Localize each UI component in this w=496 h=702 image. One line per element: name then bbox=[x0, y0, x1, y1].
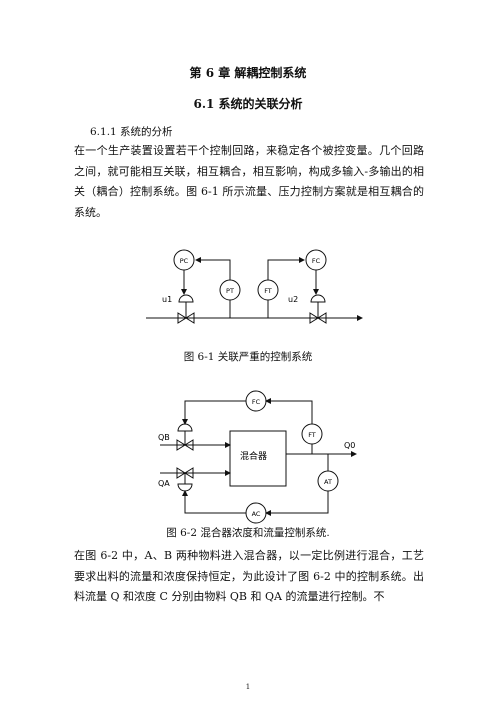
pc-left-label: PC bbox=[180, 257, 189, 265]
valve-right-icon bbox=[309, 294, 327, 324]
ac-label: AC bbox=[252, 510, 261, 518]
qb-label: QB bbox=[158, 433, 170, 442]
pc-right-label: FC bbox=[312, 257, 321, 265]
ft-label: FT bbox=[264, 287, 272, 295]
valve-left-icon bbox=[177, 294, 195, 324]
paragraph-mixer: 在图 6-2 中，A、B 两种物料进入混合器，以一定比例进行混合，工艺要求出料的… bbox=[74, 549, 424, 603]
subsection-title: 6.1.1 系统的分析 bbox=[90, 126, 173, 138]
valve-qa-icon bbox=[176, 467, 194, 492]
figure-6-1-caption: 图 6-1 关联严重的控制系统 bbox=[183, 351, 313, 363]
section-title: 6.1 系统的关联分析 bbox=[193, 97, 303, 111]
chapter-title: 第 6 章 解耦控制系统 bbox=[189, 66, 307, 80]
mixer-box bbox=[229, 430, 287, 487]
paragraph-intro: 在一个生产装置设置若干个控制回路，来稳定各个被控变量。几个回路之间，就可能相互关… bbox=[74, 144, 424, 219]
fc-label: FC bbox=[252, 398, 261, 406]
u2-label: u2 bbox=[288, 295, 298, 304]
figure-6-1-diagram: PC PT FT FC u1 u2 bbox=[146, 249, 363, 324]
page-number: 1 bbox=[245, 683, 251, 691]
mixer-label: 混合器 bbox=[240, 450, 267, 462]
u1-label: u1 bbox=[162, 295, 172, 304]
ft2-label: FT bbox=[308, 431, 316, 439]
at-label: AT bbox=[324, 478, 332, 486]
q0-label: Q0 bbox=[344, 441, 355, 450]
figure-6-2-diagram: FC 混合器 FT AT AC QB QA Q0 bbox=[158, 390, 357, 524]
figure-6-2-caption: 图 6-2 混合器浓度和流量控制系统. bbox=[166, 527, 330, 539]
qa-label: QA bbox=[158, 479, 170, 488]
pt-label: PT bbox=[226, 287, 234, 295]
valve-qb-icon bbox=[176, 423, 194, 451]
